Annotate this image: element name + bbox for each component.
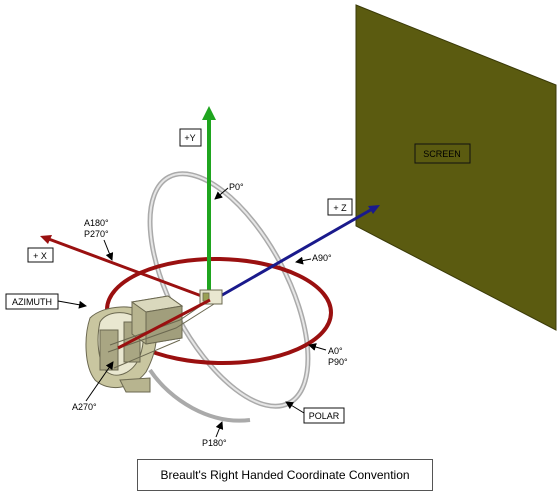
p180-pointer (215, 421, 224, 438)
polar-label: POLAR (309, 411, 340, 421)
angle-label-p180: P180° (202, 438, 227, 448)
y-axis-arrowhead (202, 106, 216, 120)
polar-label-box (303, 407, 345, 424)
x-axis-line (45, 236, 208, 300)
y-axis-label: +Y (184, 133, 195, 143)
a270-pointer (85, 361, 114, 402)
angle-label-p0: P0° (229, 182, 244, 192)
p0-pointer (214, 187, 229, 200)
angle-label-a0: A0° (328, 346, 343, 356)
angle-label-a90: A90° (312, 253, 332, 263)
angle-label-p90: P90° (328, 357, 348, 367)
z-axis-line (209, 206, 375, 304)
z-axis-label-box (327, 198, 353, 216)
angle-label-a270: A270° (72, 402, 97, 412)
screen-label: SCREEN (423, 149, 461, 159)
a180-pointer (103, 239, 114, 261)
a0-pointer (308, 343, 327, 351)
polar-pointer (285, 401, 305, 414)
azimuth-pointer (57, 300, 87, 309)
z-axis-label: + Z (333, 203, 347, 213)
angle-label-a180: A180° (84, 218, 109, 228)
x-axis-arrowhead (40, 235, 52, 244)
screen-panel (355, 4, 557, 331)
x-axis-label-box (27, 247, 54, 263)
a90-pointer (295, 256, 312, 265)
y-axis-label-box (179, 128, 202, 147)
angle-label-p270: P270° (84, 229, 109, 239)
screen-label-box (414, 143, 471, 164)
diagram-caption: Breault's Right Handed Coordinate Conven… (137, 459, 433, 491)
azimuth-label: AZIMUTH (12, 297, 52, 307)
polar-ring-front-segment (148, 368, 251, 423)
instrument-assembly (85, 289, 223, 393)
z-axis-arrowhead (368, 205, 380, 214)
x-axis-label: + X (33, 251, 47, 261)
